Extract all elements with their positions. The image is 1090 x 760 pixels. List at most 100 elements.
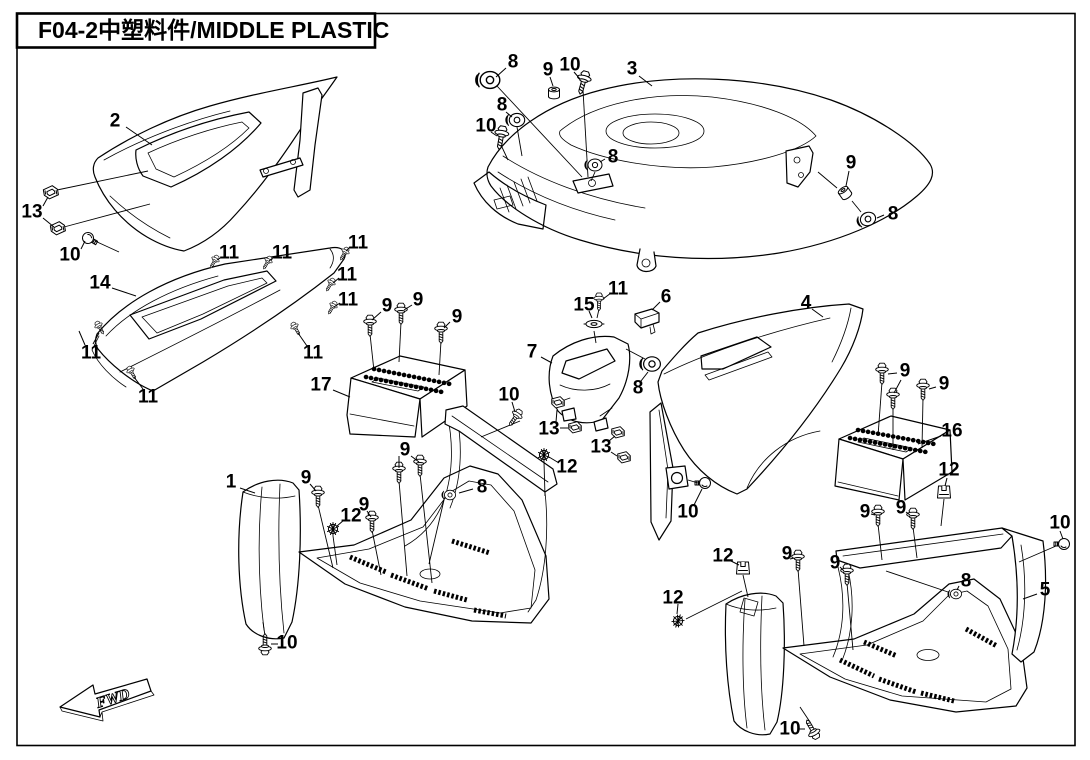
callout-leader: [505, 111, 513, 118]
callout-15: 15: [573, 295, 595, 316]
rivet-icon: [327, 522, 339, 536]
callout-11: 11: [272, 243, 293, 264]
assembly-line: [398, 480, 408, 577]
callout-8: 8: [888, 204, 899, 225]
assembly-line: [500, 144, 509, 161]
callout-leader: [610, 451, 618, 457]
flange-screw-icon: [840, 563, 854, 586]
callout-9: 9: [896, 498, 907, 519]
callout-leader: [345, 246, 351, 252]
flange-screw-icon: [871, 504, 885, 527]
callout-leader: [893, 379, 902, 394]
callout-leader: [366, 510, 372, 518]
callout-leader: [887, 372, 898, 375]
clip-icon: [551, 396, 565, 409]
callout-leader: [458, 488, 474, 494]
oclip-icon: [583, 319, 605, 329]
callout-leader: [789, 557, 795, 560]
assembly-line: [817, 171, 838, 189]
callout-leader: [640, 371, 649, 382]
assembly-line: [543, 461, 546, 497]
callout-leader: [403, 304, 413, 311]
grommet-icon: [505, 112, 526, 128]
callout-9: 9: [830, 553, 841, 574]
callout-leader: [573, 71, 581, 80]
callout-9: 9: [452, 307, 463, 328]
callout-leader: [495, 67, 507, 78]
callout-leader: [548, 456, 560, 464]
assembly-line: [685, 590, 743, 620]
callout-7: 7: [527, 342, 538, 363]
part-16-foot-pad: [834, 415, 953, 501]
callout-leader: [268, 256, 275, 262]
callout-leader: [839, 566, 845, 572]
callout-leader: [1059, 530, 1064, 540]
page-border: [16, 12, 1076, 747]
callout-leader: [956, 585, 960, 591]
flange-screw-icon: [394, 302, 408, 325]
callout-leader: [928, 386, 937, 390]
callout-leader: [336, 519, 345, 527]
clip-icon: [42, 184, 60, 201]
assembly-line: [921, 397, 924, 449]
uclip-icon: [736, 561, 750, 575]
assembly-line: [419, 473, 433, 584]
callout-2: 2: [110, 111, 121, 132]
assembly-line: [912, 526, 918, 559]
assembly-lines: [56, 85, 1057, 723]
assembly-line: [398, 321, 402, 363]
callout-9: 9: [413, 290, 424, 311]
callout-14: 14: [89, 273, 111, 294]
callout-8: 8: [608, 147, 619, 168]
assembly-line: [799, 706, 811, 723]
callout-13: 13: [590, 437, 611, 458]
callout-10: 10: [779, 719, 800, 740]
callout-10: 10: [59, 245, 80, 266]
assembly-line: [742, 574, 749, 598]
clip-icon: [611, 426, 625, 439]
callout-11: 11: [337, 265, 358, 286]
callout-leader: [297, 332, 308, 347]
part-7-panel: [548, 335, 631, 432]
fwd-label: FWD: [93, 686, 131, 712]
uclip-icon: [937, 485, 951, 499]
assembly-line: [940, 498, 945, 527]
callout-9: 9: [782, 544, 793, 565]
flange-screw-icon: [288, 320, 304, 338]
callout-8: 8: [508, 52, 519, 73]
callout-leader: [602, 292, 612, 300]
callout-leader: [555, 409, 558, 423]
assembly-line: [56, 170, 149, 191]
part-2-panel: [92, 76, 338, 252]
callout-11: 11: [608, 279, 629, 300]
flange-screw-icon: [916, 378, 930, 401]
callout-leader: [42, 196, 49, 207]
callout-leader: [309, 483, 317, 492]
callout-leader: [332, 277, 340, 284]
callout-11: 11: [219, 243, 240, 264]
callout-leader: [111, 287, 137, 297]
callout-8: 8: [477, 477, 488, 498]
grommet-icon: [475, 70, 501, 90]
callout-leader: [651, 301, 661, 311]
flange-screw-icon: [434, 321, 448, 344]
callout-leader: [905, 511, 911, 516]
assembly-line: [438, 340, 442, 376]
flange-screw-icon: [886, 387, 900, 410]
callout-5: 5: [1040, 580, 1051, 601]
assembly-line: [877, 523, 883, 561]
flange-screw-icon: [906, 507, 920, 530]
assembly-line: [428, 499, 445, 565]
callout-17: 17: [310, 375, 331, 396]
callout-9: 9: [543, 60, 554, 81]
assembly-line: [496, 85, 583, 178]
assembly-line: [1018, 545, 1057, 563]
part-17-foot-pad: [346, 355, 468, 438]
callout-leader: [511, 401, 516, 413]
callout-9: 9: [400, 440, 411, 461]
rivet-icon: [670, 612, 686, 630]
callout-leader: [944, 477, 948, 487]
callout-leader: [811, 308, 824, 318]
flange-screw-icon: [413, 454, 427, 477]
